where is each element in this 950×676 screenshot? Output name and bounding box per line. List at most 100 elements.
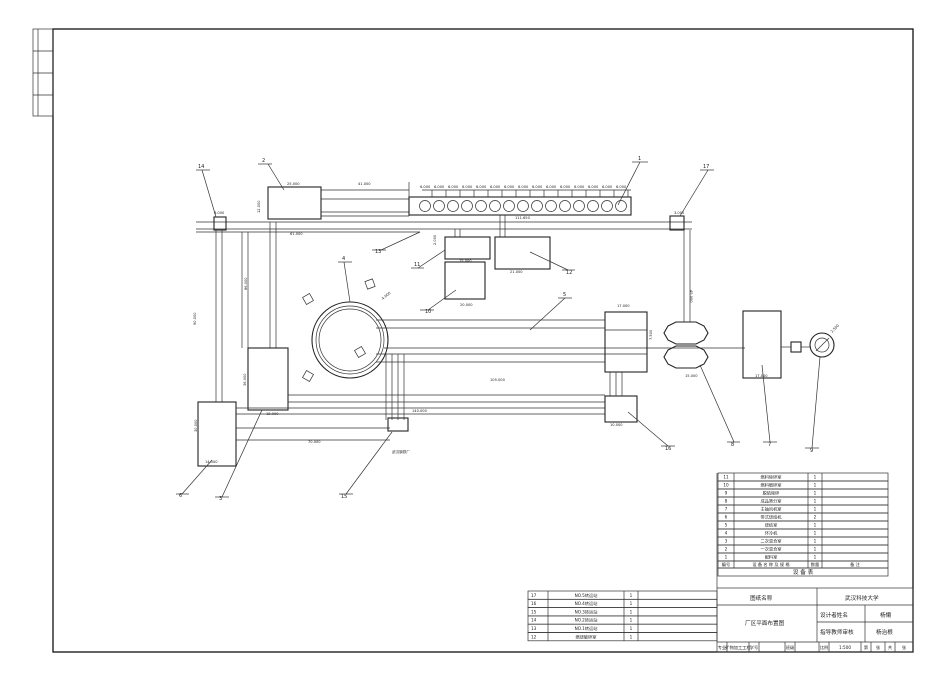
callout-4: 4 [342, 256, 345, 262]
equipment-cell: 1 [814, 491, 817, 496]
conveyor-cell: 燃烧破碎室 [576, 633, 597, 640]
equipment-cell: 配料室 [765, 554, 778, 561]
callout-17: 17 [703, 164, 709, 170]
equipment-cell: 3 [725, 539, 728, 544]
bin-circle [419, 200, 431, 212]
equipment-cell: 燃料细碎室 [761, 482, 782, 489]
equipment-cell: 主抽风机室 [761, 506, 782, 513]
callout-2: 2 [262, 158, 265, 164]
equipment-header-cell: 编号 [722, 561, 730, 568]
dim-45000: 45.000 [689, 290, 693, 303]
conveyor-cell: 1 [630, 593, 633, 598]
bin-circle [517, 200, 529, 212]
callout-16: 16 [665, 446, 671, 452]
transfer-station-right [669, 215, 685, 231]
bin-circle [461, 200, 473, 212]
equipment-cell: 1 [814, 523, 817, 528]
equipment-cell: 1 [814, 475, 817, 480]
dim-105000: 105.000 [490, 378, 506, 382]
conveyor-cell: NO.5转运站 [575, 592, 598, 599]
equipment-table-title: 设 备 表 [793, 568, 814, 576]
equipment-cell: 6 [725, 515, 728, 520]
drawing-name-label: 图纸名称 [750, 594, 773, 602]
ring-cooler-inner [318, 308, 382, 372]
bin-circle [447, 200, 459, 212]
teacher-name: 杨治根 [876, 628, 893, 636]
dim-2500: 2.500 [830, 323, 841, 334]
callout-10: 10 [425, 309, 431, 315]
transfer-station-left [213, 216, 227, 231]
conveyor-cell: NO.4转运站 [575, 600, 598, 607]
conveyor-cell: 17 [531, 593, 537, 598]
dim-7500: 7.500 [649, 329, 653, 340]
dust-box [790, 341, 802, 353]
dim-17000b: 17.000 [755, 374, 768, 378]
conveyor-cell: 16 [531, 601, 537, 606]
dim-bin-spacing: 6.000 [532, 185, 543, 189]
dim-30000: 30.000 [194, 419, 198, 432]
designer-name: 杨懒 [880, 611, 892, 619]
conveyor-cell: 1 [630, 618, 633, 623]
bin-circle [489, 200, 501, 212]
equipment-3 [247, 347, 289, 411]
conveyor-cell: 1 [630, 634, 633, 639]
dim-bin-spacing: 6.000 [504, 185, 515, 189]
fuel-crush-room [444, 236, 491, 260]
conveyor-cell: 12 [531, 634, 537, 639]
equipment-cell: 带式烧结机 [761, 514, 783, 521]
title-block-bottom-cell: 学号 [750, 644, 758, 651]
equipment-cell: 1 [814, 539, 817, 544]
conveyor-cell: 1 [630, 601, 633, 606]
equipment-cell: 烧结室 [765, 522, 778, 529]
title-block-bottom-cell: 张 [876, 644, 881, 651]
bin-circle [587, 200, 599, 212]
dim-12000: 12.000 [257, 200, 261, 213]
equipment-header-cell: 设 备 名 称 及 规 格 [752, 561, 790, 568]
dim-10000: 10.000 [610, 423, 623, 427]
equipment-cell: 环冷机 [765, 530, 778, 537]
title-block-bottom-cell: 比例 [820, 644, 828, 651]
dim-36000: 36.000 [243, 373, 247, 386]
screen-lower [663, 345, 709, 369]
equipment-cell: 燃料除碎室 [761, 474, 782, 481]
side-strip [32, 28, 54, 117]
fuel-fine-crush-room [444, 261, 486, 300]
callout-12: 12 [566, 270, 572, 276]
dim-18000: 18.000 [266, 412, 279, 416]
equipment-cell: 1 [725, 555, 728, 560]
equipment-cell: 2 [725, 547, 728, 552]
title-block-bottom-cell: 矿物加工工程 [725, 644, 751, 651]
equipment-2 [267, 186, 322, 220]
chimney-inner [814, 337, 830, 353]
chimney-outer [809, 332, 835, 358]
dim-4000: 4.000 [381, 291, 392, 301]
equipment-6 [197, 401, 237, 467]
dim-15000b: 15.000 [685, 374, 698, 378]
conveyor-cell: 1 [630, 626, 633, 631]
bin-circle [433, 200, 445, 212]
sinter-room [604, 311, 648, 373]
dim-111650: 111.650 [515, 216, 531, 220]
title-block-bottom-cell: 第 [864, 644, 868, 651]
equipment-cell: 1 [814, 507, 817, 512]
dim-17000: 17.000 [617, 304, 630, 308]
dim-90000: 90.000 [193, 312, 197, 325]
dim-bin-spacing: 6.000 [518, 185, 529, 189]
dim-bin-spacing: 6.000 [434, 185, 445, 189]
title-block-bottom-cell: 张 [902, 644, 907, 651]
title-block-bottom-cell: 共 [888, 644, 892, 651]
conveyor-cell: 15 [531, 609, 537, 614]
bin-circle [503, 200, 515, 212]
callout-9: 9 [810, 448, 813, 454]
bin-circle [475, 200, 487, 212]
fuel-break-room [494, 236, 551, 270]
dim-bin-spacing: 6.000 [476, 185, 487, 189]
school-name: 武汉科技大学 [845, 594, 879, 602]
equipment-cell: 5 [725, 523, 728, 528]
equipment-cell: 2 [814, 515, 817, 520]
dim-6000: 6.000 [214, 211, 225, 215]
